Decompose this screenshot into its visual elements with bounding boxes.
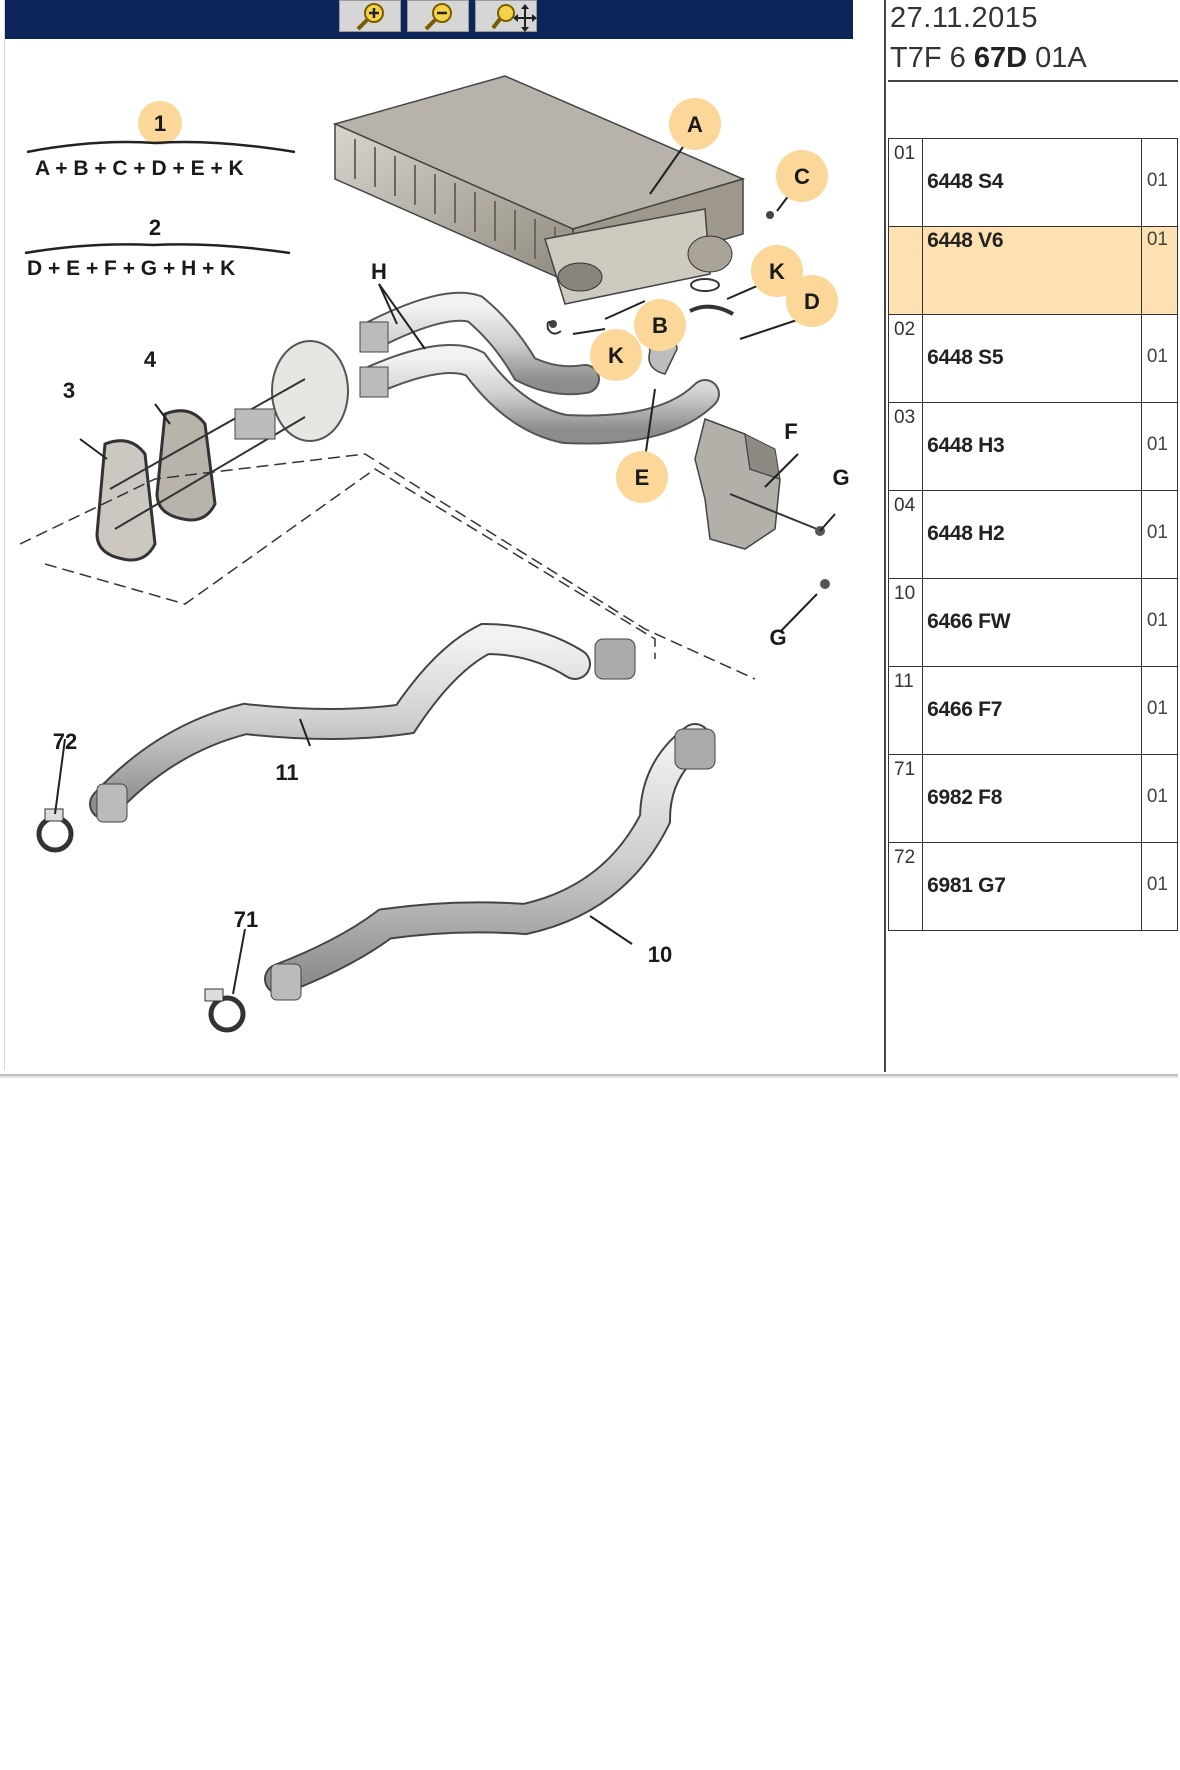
callout-C[interactable]: C	[776, 150, 828, 202]
kit-2-number: 2	[149, 215, 161, 240]
callout-K-upper[interactable]: K	[751, 245, 803, 297]
exploded-diagram[interactable]: 1 A + B + C + D + E + K 2 D + E + F + G …	[5, 39, 885, 1070]
callout-4[interactable]: 4	[144, 347, 157, 372]
quantity-cell: 01	[1140, 490, 1179, 579]
callout-10[interactable]: 10	[648, 942, 672, 967]
pipe-assembly-part[interactable]	[359, 291, 720, 445]
item-number-cell: 03	[887, 402, 924, 491]
kit-1-legend: 1 A + B + C + D + E + K	[26, 101, 296, 180]
quantity-cell: 01	[1140, 578, 1179, 667]
callout-3[interactable]: 3	[63, 378, 75, 403]
hose-11-part[interactable]	[89, 622, 636, 823]
item-number-cell: 04	[887, 490, 924, 579]
item-number-cell: 11	[887, 666, 924, 755]
item-number-cell: 71	[887, 754, 924, 843]
callout-11[interactable]: 11	[275, 760, 298, 785]
part-reference-link[interactable]: 6448 V6	[922, 226, 1142, 315]
kit-1-bubble	[138, 101, 182, 145]
part-reference-link[interactable]: 6466 FW	[922, 578, 1142, 667]
kit-1-formula: A + B + C + D + E + K	[35, 157, 244, 180]
firewall-seal-part[interactable]	[19, 340, 756, 680]
header-divider	[888, 80, 1178, 82]
svg-text:C: C	[794, 164, 810, 189]
item-number-cell: 01	[887, 138, 924, 227]
zoom-out-button[interactable]	[407, 0, 469, 32]
quantity-cell: 01	[1140, 314, 1179, 403]
callout-A[interactable]: A	[669, 98, 721, 150]
item-number-cell: 10	[887, 578, 924, 667]
quantity-cell: 01	[1140, 754, 1179, 843]
svg-text:K: K	[608, 343, 624, 368]
callout-71[interactable]: 71	[234, 907, 258, 932]
part-reference-link[interactable]: 6982 F8	[922, 754, 1142, 843]
part-reference-link[interactable]: 6466 F7	[922, 666, 1142, 755]
kit-1-number: 1	[154, 111, 166, 136]
svg-text:E: E	[635, 465, 650, 490]
zoom-pan-icon	[491, 4, 537, 32]
svg-text:K: K	[769, 259, 785, 284]
svg-text:D: D	[804, 289, 820, 314]
zoom-pan-button[interactable]	[475, 0, 537, 32]
ref-suffix: 01A	[1027, 42, 1087, 74]
item-number-cell	[887, 226, 924, 315]
part-reference-link[interactable]: 6448 S4	[922, 138, 1142, 227]
svg-text:B: B	[652, 313, 668, 338]
bottom-divider	[0, 1074, 1178, 1078]
quantity-cell: 01	[1140, 402, 1179, 491]
zoom-out-icon	[424, 3, 452, 31]
document-reference: T7F 6 67D 01A	[890, 42, 1087, 75]
zoom-in-button[interactable]	[339, 0, 401, 32]
kit-2-legend: 2 D + E + F + G + H + K	[24, 215, 291, 280]
quantity-cell: 01	[1140, 226, 1179, 315]
callout-G-lower[interactable]: G	[769, 625, 786, 650]
kit-2-formula: D + E + F + G + H + K	[27, 257, 235, 280]
diagram-viewer: 1 A + B + C + D + E + K 2 D + E + F + G …	[4, 0, 885, 1070]
callout-F[interactable]: F	[784, 419, 797, 444]
clamp-71-part[interactable]	[204, 988, 246, 1033]
seal-part[interactable]	[546, 211, 774, 335]
part-reference-link[interactable]: 6448 H3	[922, 402, 1142, 491]
callout-H[interactable]: H	[371, 259, 387, 284]
panel-divider	[884, 0, 886, 1072]
quantity-cell: 01	[1140, 666, 1179, 755]
zoom-toolbar	[5, 0, 853, 39]
heater-core-part[interactable]	[332, 75, 746, 305]
quantity-cell: 01	[1140, 842, 1179, 931]
hose-10-part[interactable]	[264, 723, 716, 1001]
part-reference-link[interactable]: 6981 G7	[922, 842, 1142, 931]
ref-bold: 67D	[973, 42, 1028, 74]
document-date: 27.11.2015	[890, 2, 1038, 34]
svg-text:A: A	[687, 112, 703, 137]
ref-prefix: T7F 6	[890, 42, 974, 74]
clamp-72-part[interactable]	[36, 808, 74, 853]
callout-72[interactable]: 72	[53, 729, 77, 754]
callout-B[interactable]: B	[634, 299, 686, 351]
quantity-cell: 01	[1140, 138, 1179, 227]
item-number-cell: 72	[887, 842, 924, 931]
callout-E[interactable]: E	[616, 451, 668, 503]
bracket-part[interactable]	[694, 418, 830, 589]
callout-D[interactable]: D	[786, 275, 838, 327]
part-reference-link[interactable]: 6448 S5	[922, 314, 1142, 403]
part-reference-link[interactable]: 6448 H2	[922, 490, 1142, 579]
callout-K-lower[interactable]: K	[590, 329, 642, 381]
zoom-in-icon	[356, 3, 384, 31]
item-number-cell: 02	[887, 314, 924, 403]
callout-G-upper[interactable]: G	[832, 465, 849, 490]
